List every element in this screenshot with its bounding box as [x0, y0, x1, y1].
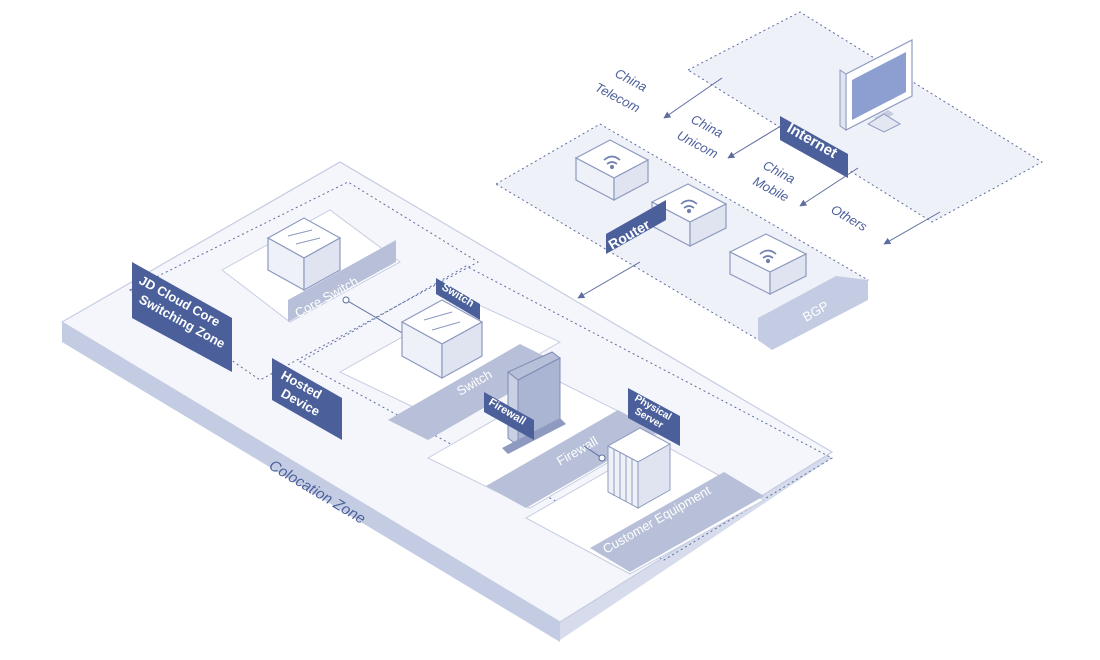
- monitor-icon: [839, 39, 913, 133]
- link-node-icon: [598, 454, 606, 462]
- isp-others-label: Others: [829, 202, 871, 235]
- switch-device: [400, 299, 484, 380]
- core-switch-device: [266, 217, 342, 292]
- wifi-icon: [759, 249, 777, 264]
- link-node-icon: [342, 296, 350, 304]
- firewall-to-server-link: [583, 445, 603, 459]
- wifi-icon: [603, 155, 621, 170]
- arrows-icon: [287, 229, 321, 245]
- router-device-1: [574, 139, 650, 201]
- router-device-3: [728, 233, 808, 295]
- router-to-colocation-arrow: [577, 261, 641, 299]
- isp-links: [663, 77, 941, 245]
- wifi-icon: [680, 199, 698, 214]
- physical-server-device: [606, 427, 672, 509]
- core-to-switch-link: [345, 299, 405, 335]
- arrows-icon: [423, 311, 461, 331]
